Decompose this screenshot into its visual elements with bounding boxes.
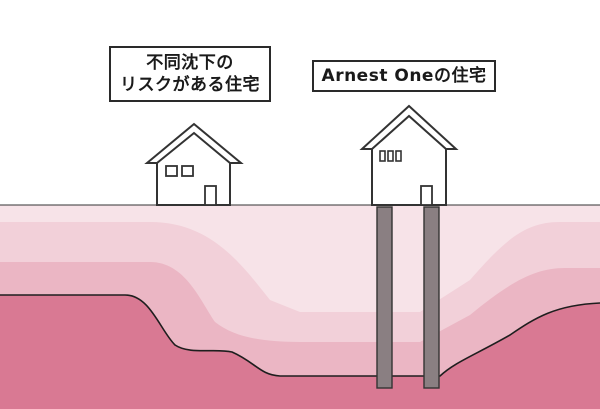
arnest-house-door	[420, 185, 433, 206]
soil-layer-deep	[0, 295, 600, 409]
pile-right	[423, 206, 440, 389]
arnest-house-label-text: Arnest Oneの住宅	[321, 66, 487, 86]
risk-house-window-left	[165, 165, 178, 177]
arnest-house-window-2	[387, 150, 394, 162]
risk-house-label: 不同沈下の リスクがある住宅	[109, 46, 271, 102]
risk-house	[144, 122, 244, 206]
risk-house-window-right	[181, 165, 194, 177]
arnest-house-window-1	[379, 150, 386, 162]
risk-house-label-line2: リスクがある住宅	[120, 75, 260, 95]
arnest-house-window-3	[395, 150, 402, 162]
risk-house-label-line1: 不同沈下の	[146, 53, 234, 73]
risk-house-door	[204, 185, 217, 206]
pile-left	[376, 206, 393, 389]
risk-house-roof	[144, 122, 244, 164]
bedrock-boundary-line	[0, 294, 600, 377]
arnest-house	[359, 104, 459, 206]
arnest-house-roof	[359, 104, 459, 150]
arnest-house-label: Arnest Oneの住宅	[312, 60, 496, 92]
